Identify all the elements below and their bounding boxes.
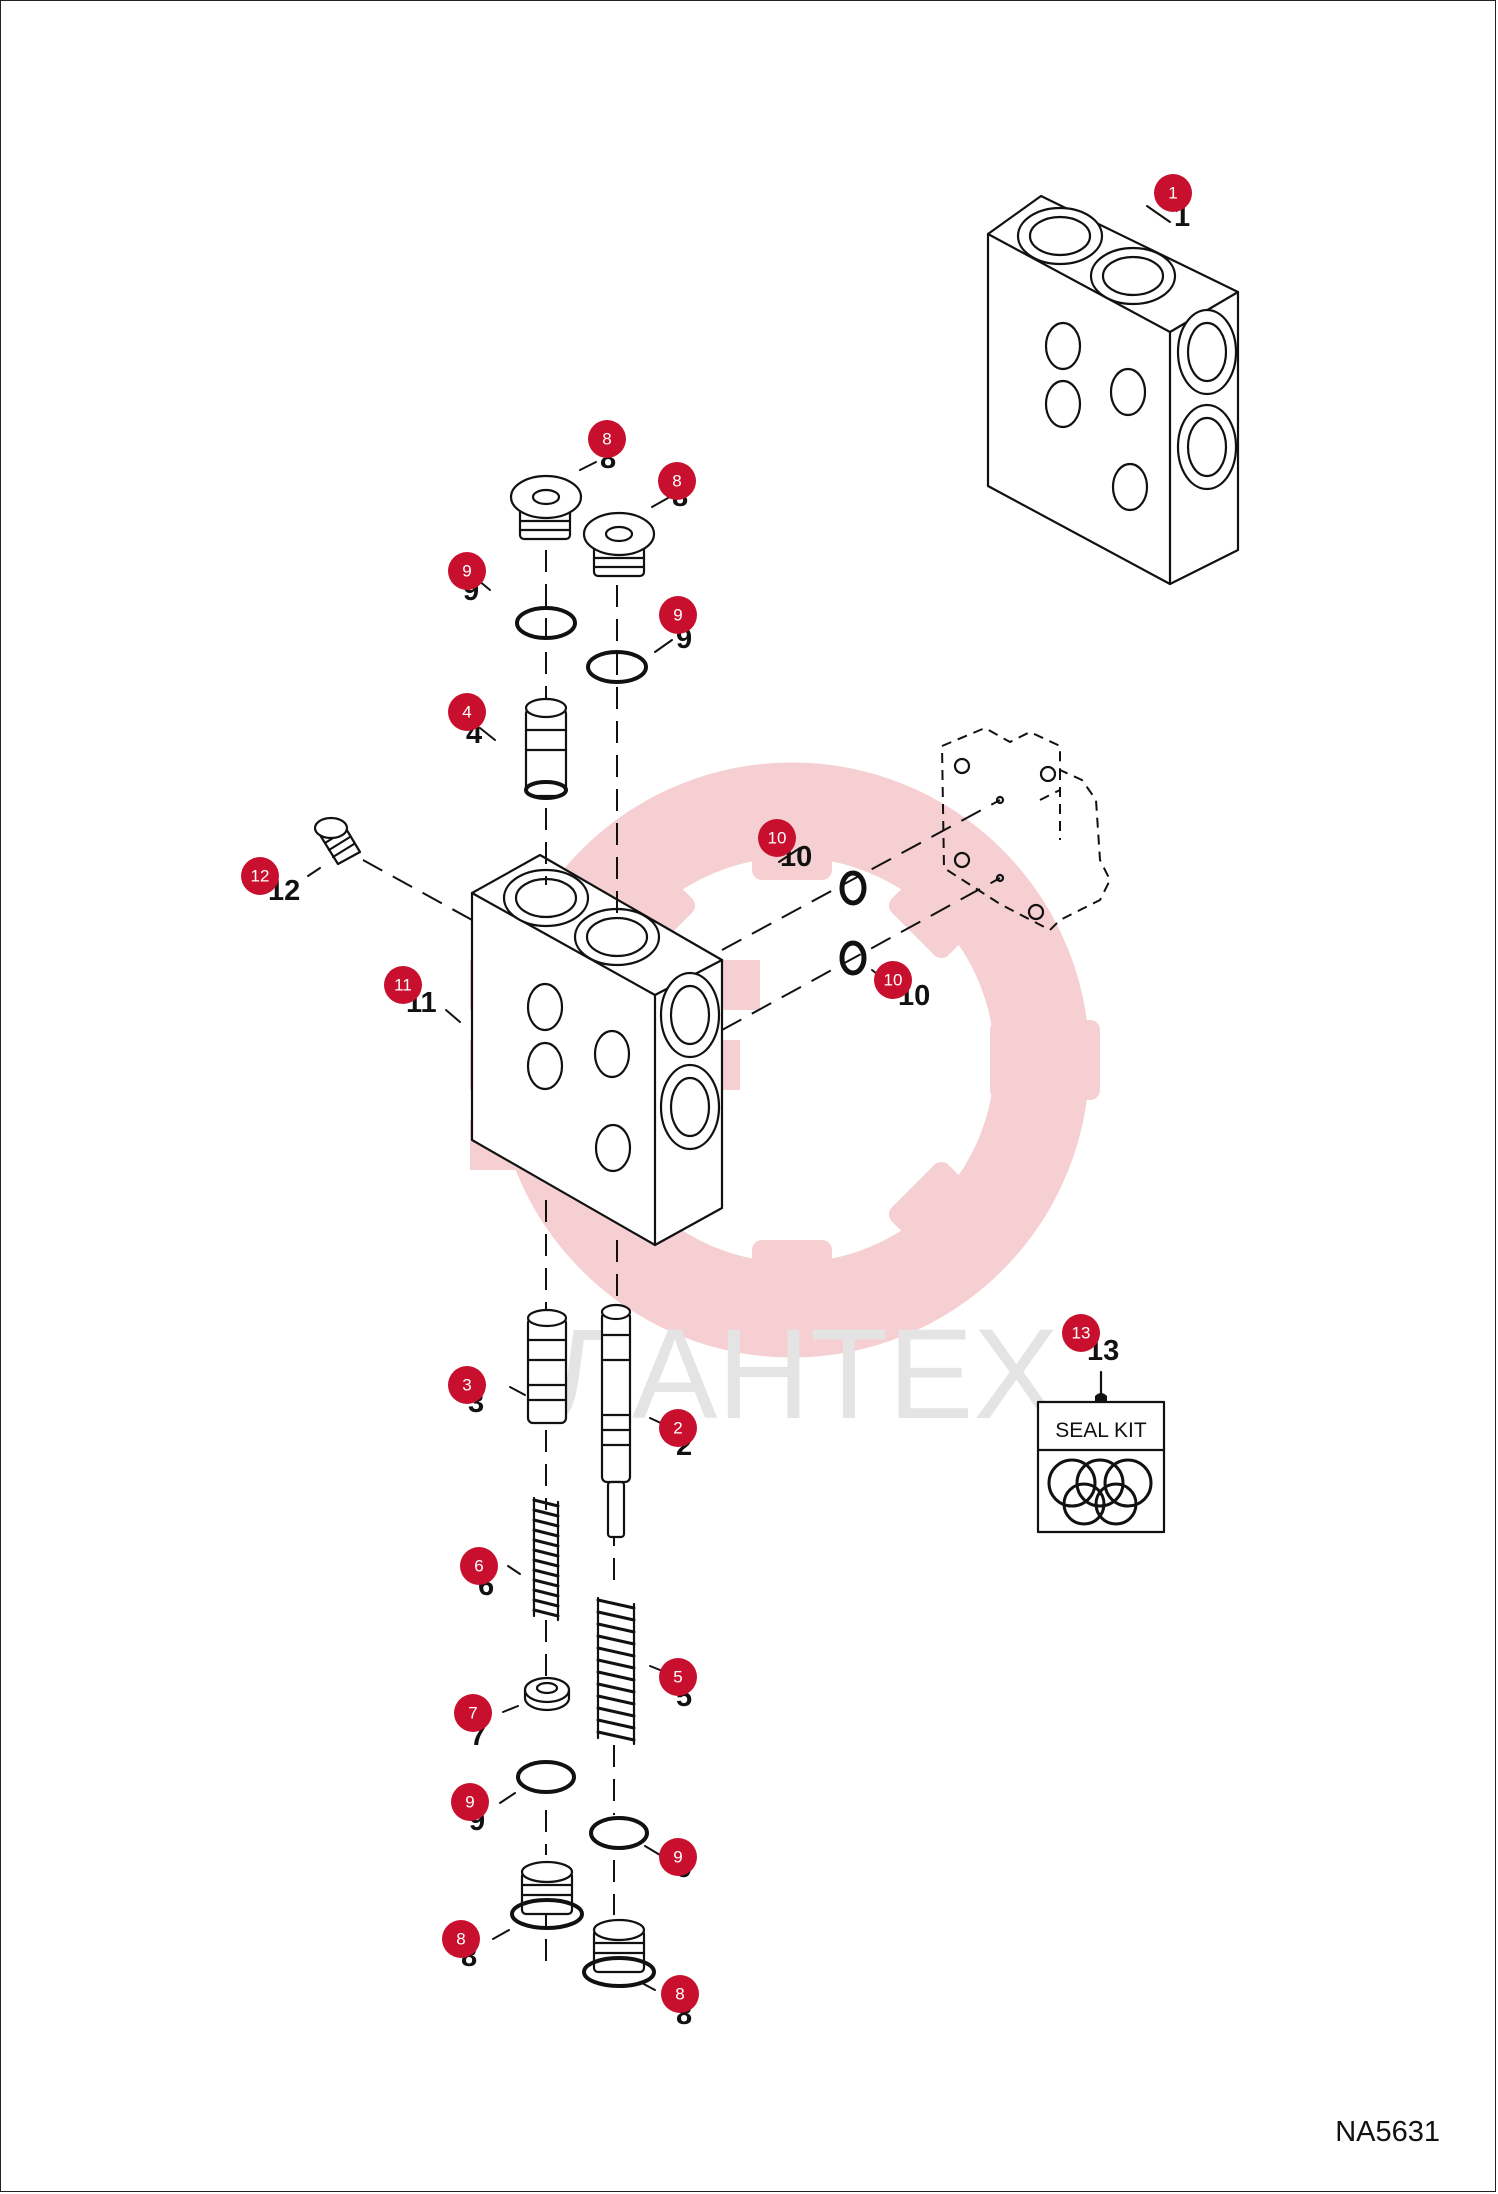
svg-text:8: 8 <box>675 1985 684 2004</box>
badge-2[interactable]: 2 <box>659 1409 697 1447</box>
spring-5 <box>596 1596 636 1746</box>
spool-2 <box>600 1303 632 1539</box>
watermark-text: ЛАНТЕХ <box>548 1303 1059 1446</box>
seal-kit-o-rings <box>1047 1458 1153 1526</box>
seal-kit-label: SEAL KIT <box>1055 1419 1147 1442</box>
svg-text:9: 9 <box>465 1793 474 1812</box>
svg-text:9: 9 <box>673 1848 682 1867</box>
o-ring-top-left <box>515 606 577 640</box>
svg-text:8: 8 <box>672 472 681 491</box>
badge-3[interactable]: 3 <box>448 1366 486 1404</box>
badge-8a[interactable]: 8 <box>588 420 626 458</box>
badge-11[interactable]: 11 <box>384 966 422 1004</box>
o-ring-bottom-left <box>516 1760 576 1794</box>
diagram-code: NA5631 <box>1335 2116 1440 2148</box>
svg-text:10: 10 <box>884 971 903 990</box>
badge-10a[interactable]: 10 <box>758 819 796 857</box>
badge-8d[interactable]: 8 <box>661 1975 699 2013</box>
svg-text:5: 5 <box>673 1668 682 1687</box>
badge-12[interactable]: 12 <box>241 857 279 895</box>
badge-6[interactable]: 6 <box>460 1547 498 1585</box>
svg-text:1: 1 <box>1168 184 1177 203</box>
poppet-4 <box>524 697 568 800</box>
badge-9d[interactable]: 9 <box>659 1838 697 1876</box>
plug-top-left <box>509 474 583 541</box>
plug-bottom-left <box>510 1860 584 1930</box>
svg-text:11: 11 <box>394 976 412 995</box>
adjoining-section-phantom <box>940 726 1112 932</box>
badge-8b[interactable]: 8 <box>658 462 696 500</box>
svg-text:8: 8 <box>456 1930 465 1949</box>
plug-12 <box>313 816 362 866</box>
spool-body <box>470 853 724 1247</box>
svg-text:6: 6 <box>474 1557 483 1576</box>
svg-text:8: 8 <box>602 430 611 449</box>
o-ring-top-right <box>586 650 648 684</box>
badge-9a[interactable]: 9 <box>448 552 486 590</box>
svg-text:13: 13 <box>1072 1324 1091 1343</box>
svg-text:9: 9 <box>462 562 471 581</box>
plug-top-right <box>582 511 656 578</box>
spool-3 <box>526 1308 568 1425</box>
badge-5[interactable]: 5 <box>659 1658 697 1696</box>
svg-text:10: 10 <box>768 829 787 848</box>
badge-9b[interactable]: 9 <box>659 596 697 634</box>
svg-text:2: 2 <box>673 1419 682 1438</box>
o-ring-10-upper <box>839 870 867 906</box>
badge-10b[interactable]: 10 <box>874 961 912 999</box>
svg-text:7: 7 <box>468 1704 477 1723</box>
badge-4[interactable]: 4 <box>448 693 486 731</box>
svg-text:9: 9 <box>673 606 682 625</box>
seal-kit-box: SEAL KIT <box>1036 1370 1166 1534</box>
washer-7 <box>523 1676 571 1712</box>
badge-9c[interactable]: 9 <box>451 1783 489 1821</box>
svg-text:12: 12 <box>251 867 270 886</box>
badge-7[interactable]: 7 <box>454 1694 492 1732</box>
spring-6 <box>532 1496 560 1622</box>
svg-text:4: 4 <box>462 703 471 722</box>
plug-bottom-right <box>582 1918 656 1988</box>
badge-8c[interactable]: 8 <box>442 1920 480 1958</box>
o-ring-bottom-right <box>589 1816 649 1850</box>
badge-13[interactable]: 13 <box>1062 1314 1100 1352</box>
valve-section-assembly <box>986 194 1240 586</box>
svg-text:3: 3 <box>462 1376 471 1395</box>
badge-1[interactable]: 1 <box>1154 174 1192 212</box>
o-ring-10-lower <box>839 940 867 976</box>
